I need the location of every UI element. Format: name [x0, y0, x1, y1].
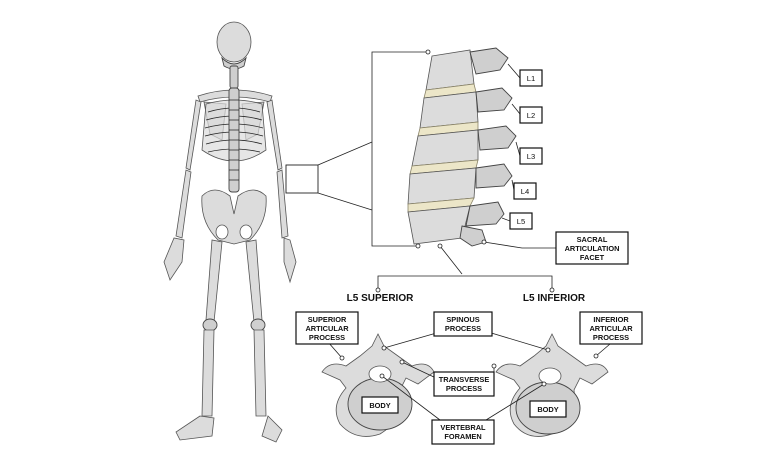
svg-text:ARTICULATION: ARTICULATION — [565, 244, 620, 253]
svg-text:PROCESS: PROCESS — [445, 324, 481, 333]
label-body-superior: BODY — [361, 396, 399, 414]
level-box-l5: L5 — [509, 212, 533, 230]
l5-superior-vertebra-illustration — [321, 333, 435, 437]
label-spinous-process: SPINOUS PROCESS — [433, 311, 493, 337]
svg-text:SACRAL: SACRAL — [577, 235, 608, 244]
svg-text:INFERIOR: INFERIOR — [593, 315, 629, 324]
level-box-l1: L1 — [519, 69, 543, 87]
skeleton-illustration — [163, 21, 373, 443]
svg-text:PROCESS: PROCESS — [593, 333, 629, 342]
vertebra-leader-lines — [327, 331, 611, 421]
label-transverse-process: TRANSVERSE PROCESS — [433, 371, 495, 397]
svg-text:PROCESS: PROCESS — [446, 384, 482, 393]
label-inferior-articular-process: INFERIOR ARTICULAR PROCESS — [579, 311, 643, 345]
level-labels: L1 L2 L3 L4 L5 — [509, 69, 543, 230]
svg-text:ARTICULAR: ARTICULAR — [305, 324, 349, 333]
svg-text:BODY: BODY — [369, 401, 390, 410]
level-label: L5 — [517, 217, 525, 226]
level-label: L1 — [527, 74, 535, 83]
heading-l5-inferior: L5 INFERIOR — [523, 293, 586, 304]
level-box-l3: L3 — [519, 147, 543, 165]
level-label: L2 — [527, 111, 535, 120]
sacral-articulation-facet-label: SACRAL ARTICULATION FACET — [555, 231, 629, 265]
svg-text:SPINOUS: SPINOUS — [446, 315, 479, 324]
heading-l5-superior: L5 SUPERIOR — [347, 293, 414, 304]
svg-text:PROCESS: PROCESS — [309, 333, 345, 342]
label-vertebral-foramen: VERTEBRAL FORAMEN — [431, 419, 495, 445]
level-box-l4: L4 — [513, 182, 537, 200]
level-label: L3 — [527, 152, 535, 161]
label-body-inferior: BODY — [529, 400, 567, 418]
svg-text:VERTEBRAL: VERTEBRAL — [440, 423, 486, 432]
label-superior-articular-process: SUPERIOR ARTICULAR PROCESS — [295, 311, 359, 345]
level-box-l2: L2 — [519, 106, 543, 124]
svg-text:BODY: BODY — [537, 405, 558, 414]
level-label: L4 — [521, 187, 529, 196]
svg-text:ARTICULAR: ARTICULAR — [589, 324, 633, 333]
svg-text:FORAMEN: FORAMEN — [444, 432, 481, 441]
svg-text:TRANSVERSE: TRANSVERSE — [439, 375, 490, 384]
svg-text:FACET: FACET — [580, 253, 605, 262]
l5-inferior-vertebra-illustration — [495, 333, 609, 437]
lumbar-spine-illustration — [371, 47, 556, 293]
svg-text:SUPERIOR: SUPERIOR — [308, 315, 347, 324]
